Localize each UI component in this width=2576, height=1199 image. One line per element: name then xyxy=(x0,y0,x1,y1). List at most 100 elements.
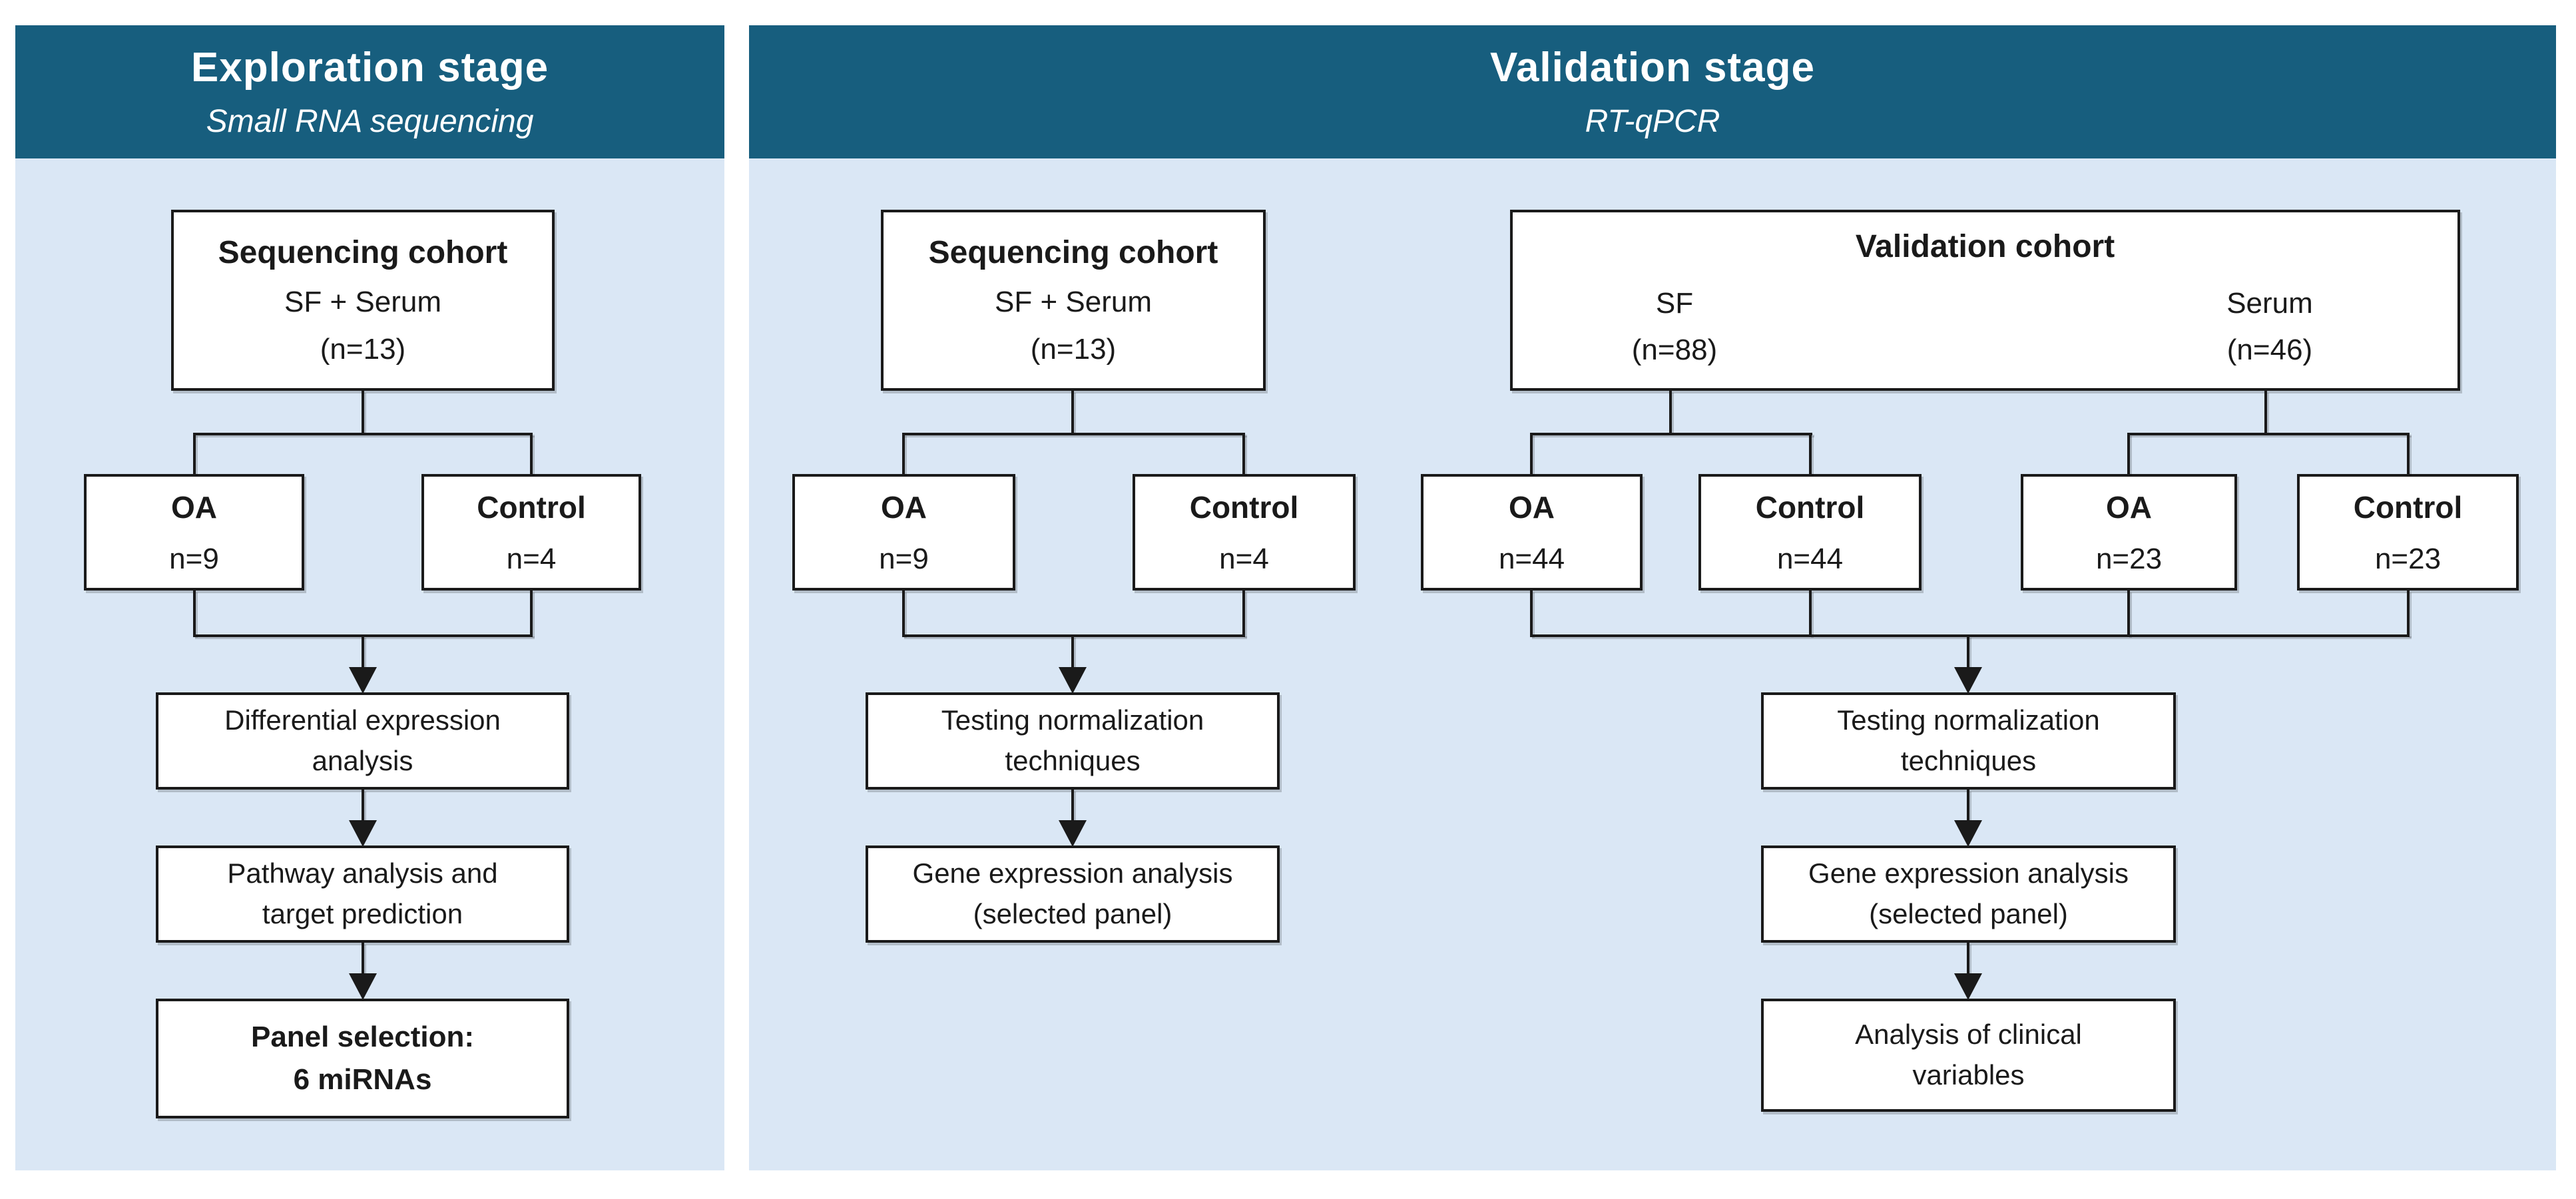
arrow-shaft xyxy=(362,790,364,823)
oa-label: OA xyxy=(2106,489,2152,525)
validation-cohort-box: Validation cohort SF (n=88) Serum (n=46) xyxy=(1510,210,2460,391)
sf-control-box: Control n=44 xyxy=(1698,474,1922,591)
control-n: n=23 xyxy=(2374,542,2442,575)
exploration-control-box: Control n=4 xyxy=(421,474,641,591)
step-line: variables xyxy=(1912,1059,2025,1090)
control-label: Control xyxy=(477,489,586,525)
control-label: Control xyxy=(2353,489,2463,525)
connector-line xyxy=(2407,591,2410,636)
connector-line xyxy=(1071,391,1074,433)
pathway-analysis-box: Pathway analysis and target prediction xyxy=(156,845,569,943)
exploration-sequencing-cohort-box: Sequencing cohort SF + Serum (n=13) xyxy=(171,210,555,391)
connector-line xyxy=(1530,433,1812,435)
validation-seq-control-box: Control n=4 xyxy=(1133,474,1356,591)
step-line: Gene expression analysis xyxy=(1808,857,2129,889)
connector-line xyxy=(2264,391,2267,433)
step-line: (selected panel) xyxy=(973,898,1172,929)
step-line: (selected panel) xyxy=(1869,898,2068,929)
cohort-n: (n=13) xyxy=(1030,332,1117,365)
step-line: techniques xyxy=(1005,745,1141,776)
sf-oa-box: OA n=44 xyxy=(1421,474,1643,591)
connector-line xyxy=(530,591,533,636)
arrow-shaft xyxy=(1967,943,1969,976)
cohort-sample: SF + Serum xyxy=(284,285,441,318)
arrow-shaft xyxy=(1071,790,1074,823)
validation-seq-oa-box: OA n=9 xyxy=(792,474,1015,591)
arrow-down-icon xyxy=(1059,667,1087,694)
serum-control-box: Control n=23 xyxy=(2297,474,2519,591)
arrow-down-icon xyxy=(349,667,377,694)
connector-line xyxy=(2407,434,2410,474)
arrow-down-icon xyxy=(1954,667,1982,694)
step-line: Gene expression analysis xyxy=(912,857,1233,889)
oa-n: n=9 xyxy=(169,542,219,575)
connector-line xyxy=(362,391,364,433)
serum-n: (n=46) xyxy=(2226,334,2313,367)
clinical-variables-box: Analysis of clinical variables xyxy=(1761,999,2176,1112)
step-line: target prediction xyxy=(262,898,463,929)
connector-line xyxy=(193,434,196,474)
connector-line xyxy=(902,591,905,636)
step-line: Analysis of clinical xyxy=(1855,1019,2082,1051)
oa-n: n=9 xyxy=(879,542,929,575)
oa-label: OA xyxy=(1509,489,1555,525)
connector-line xyxy=(1530,634,2410,637)
connector-line xyxy=(193,433,533,435)
connector-line xyxy=(1530,434,1533,474)
exploration-title: Exploration stage xyxy=(190,45,549,91)
connector-line xyxy=(1242,591,1245,636)
connector-line xyxy=(2127,591,2130,636)
step-line: 6 miRNAs xyxy=(293,1063,432,1096)
validation-subtitle: RT-qPCR xyxy=(1585,104,1720,139)
connector-line xyxy=(902,433,1245,435)
cohort-title: Sequencing cohort xyxy=(928,235,1218,271)
serum-label: Serum xyxy=(2226,287,2313,320)
control-label: Control xyxy=(1755,489,1865,525)
control-n: n=44 xyxy=(1776,542,1844,575)
arrow-down-icon xyxy=(1954,820,1982,847)
connector-line xyxy=(1669,391,1672,433)
arrow-down-icon xyxy=(1954,973,1982,1000)
validation-cohort-serum: Serum (n=46) xyxy=(2108,280,2432,374)
exploration-subtitle: Small RNA sequencing xyxy=(206,104,534,139)
cohort-sample: SF + Serum xyxy=(995,285,1152,318)
sf-label: SF xyxy=(1655,287,1694,320)
connector-line xyxy=(1809,434,1812,474)
validation-title: Validation stage xyxy=(1489,45,1816,91)
arrow-shaft xyxy=(1967,636,1969,669)
connector-line xyxy=(2127,433,2410,435)
differential-expression-box: Differential expression analysis xyxy=(156,692,569,790)
val-testing-normalization-box: Testing normalization techniques xyxy=(1761,692,2176,790)
arrow-down-icon xyxy=(349,973,377,1000)
cohort-n: (n=13) xyxy=(320,332,406,365)
validation-header: Validation stage RT-qPCR xyxy=(749,25,2556,158)
control-n: n=4 xyxy=(1219,542,1269,575)
seq-gene-expression-box: Gene expression analysis (selected panel… xyxy=(866,845,1280,943)
step-line: Panel selection: xyxy=(250,1021,474,1054)
step-line: Testing normalization xyxy=(1837,704,2100,736)
oa-label: OA xyxy=(171,489,217,525)
oa-n: n=23 xyxy=(2095,542,2163,575)
validation-cohort-title: Validation cohort xyxy=(1855,229,2115,264)
val-gene-expression-box: Gene expression analysis (selected panel… xyxy=(1761,845,2176,943)
arrow-shaft xyxy=(362,943,364,976)
connector-line xyxy=(2127,434,2130,474)
serum-oa-box: OA n=23 xyxy=(2021,474,2237,591)
arrow-shaft xyxy=(362,636,364,669)
sf-n: (n=88) xyxy=(1631,334,1718,367)
step-line: Pathway analysis and xyxy=(227,857,498,889)
oa-n: n=44 xyxy=(1498,542,1565,575)
panel-selection-box: Panel selection: 6 miRNAs xyxy=(156,999,569,1118)
validation-panel xyxy=(749,25,2556,1170)
exploration-oa-box: OA n=9 xyxy=(84,474,304,591)
connector-line xyxy=(1530,591,1533,636)
step-line: Testing normalization xyxy=(941,704,1204,736)
validation-sequencing-cohort-box: Sequencing cohort SF + Serum (n=13) xyxy=(881,210,1266,391)
connector-line xyxy=(193,591,196,636)
validation-cohort-sf: SF (n=88) xyxy=(1513,280,1836,374)
control-n: n=4 xyxy=(506,542,557,575)
exploration-header: Exploration stage Small RNA sequencing xyxy=(15,25,724,158)
step-line: Differential expression xyxy=(224,704,501,736)
arrow-shaft xyxy=(1967,790,1969,823)
